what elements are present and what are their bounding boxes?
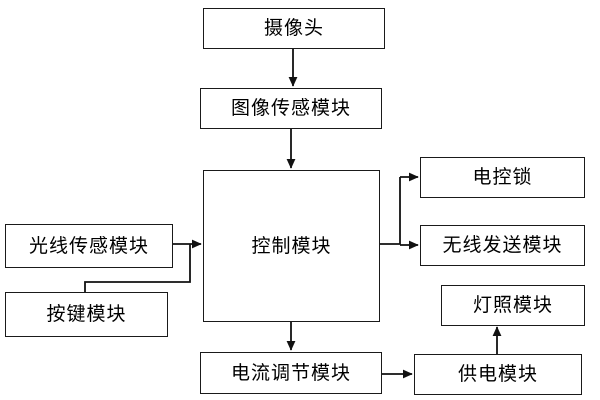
node-wireless-transmit-module-label: 无线发送模块 bbox=[442, 234, 563, 256]
node-current-regulation-module[interactable]: 电流调节模块 bbox=[200, 352, 382, 394]
node-power-supply-module[interactable]: 供电模块 bbox=[414, 354, 582, 395]
node-camera[interactable]: 摄像头 bbox=[203, 8, 385, 49]
node-wireless-transmit-module[interactable]: 无线发送模块 bbox=[420, 225, 585, 266]
node-camera-label: 摄像头 bbox=[263, 17, 324, 39]
node-key-module-label: 按键模块 bbox=[46, 303, 127, 325]
node-current-regulation-module-label: 电流调节模块 bbox=[230, 361, 351, 384]
edge-key-to-control bbox=[84, 244, 191, 292]
node-control-module-label: 控制模块 bbox=[251, 234, 332, 257]
node-electronic-lock[interactable]: 电控锁 bbox=[420, 157, 585, 198]
node-image-sensing-module-label: 图像传感模块 bbox=[230, 97, 351, 119]
node-electronic-lock-label: 电控锁 bbox=[472, 166, 533, 188]
node-lighting-module-label: 灯照模块 bbox=[472, 294, 553, 316]
node-power-supply-module-label: 供电模块 bbox=[457, 363, 538, 385]
node-key-module[interactable]: 按键模块 bbox=[5, 292, 168, 337]
node-lighting-module[interactable]: 灯照模块 bbox=[441, 285, 585, 326]
node-light-sensing-module[interactable]: 光线传感模块 bbox=[5, 224, 173, 268]
edge-control-right-trunk bbox=[380, 177, 401, 245]
node-control-module[interactable]: 控制模块 bbox=[203, 170, 380, 322]
node-light-sensing-module-label: 光线传感模块 bbox=[28, 234, 149, 257]
node-image-sensing-module[interactable]: 图像传感模块 bbox=[200, 88, 382, 129]
